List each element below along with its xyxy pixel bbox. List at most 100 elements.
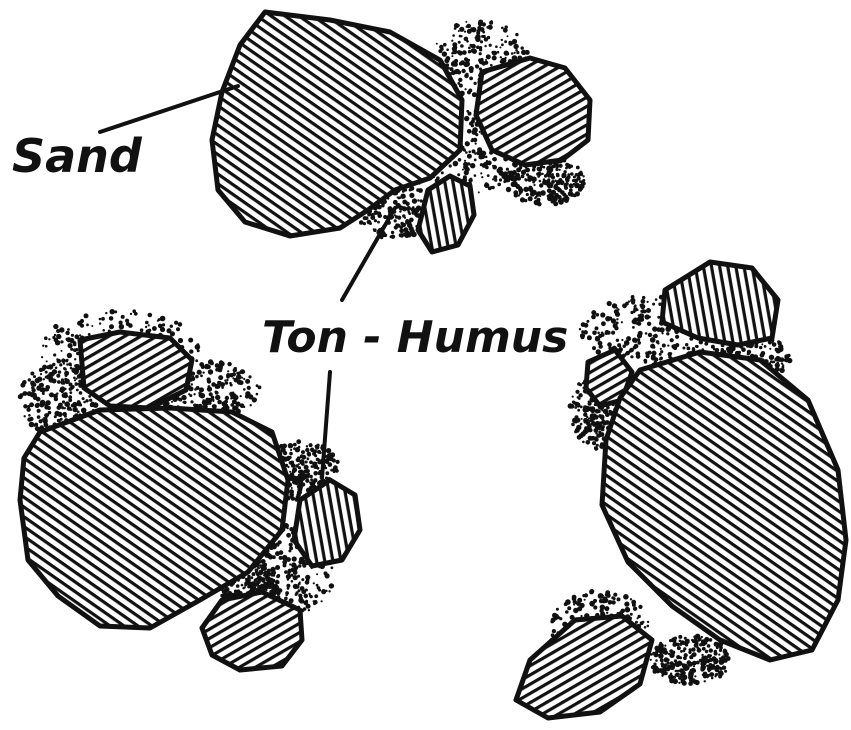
clay-humus-dot xyxy=(630,613,633,616)
clay-humus-dot xyxy=(631,311,634,314)
clay-humus-dot xyxy=(597,332,600,335)
clay-humus-dot xyxy=(289,471,291,473)
clay-humus-dot xyxy=(616,322,619,325)
clay-humus-dot xyxy=(328,590,330,592)
clay-humus-dot xyxy=(474,82,477,85)
clay-humus-dot xyxy=(637,333,642,338)
clay-humus-dot xyxy=(630,355,633,358)
clay-humus-dot xyxy=(637,322,641,326)
clay-humus-dot xyxy=(667,345,669,347)
clay-humus-dot xyxy=(99,318,102,321)
clay-humus-dot xyxy=(532,168,536,172)
clay-humus-dot xyxy=(226,375,230,379)
clay-humus-dot xyxy=(178,398,182,402)
clay-humus-dot xyxy=(230,384,233,387)
clay-humus-dot xyxy=(310,448,314,452)
clay-humus-dot xyxy=(633,307,638,312)
clay-humus-dot xyxy=(286,574,291,579)
clay-humus-dot xyxy=(439,45,443,49)
clay-humus-dot xyxy=(73,342,75,344)
clay-humus-dot xyxy=(638,615,641,618)
clay-humus-dot xyxy=(314,454,317,457)
clay-humus-dot xyxy=(250,404,252,406)
clay-humus-dot xyxy=(218,365,223,370)
clay-humus-dot xyxy=(472,130,477,135)
clay-humus-dot xyxy=(243,406,245,408)
clay-humus-dot xyxy=(202,371,204,373)
clay-humus-dot xyxy=(590,602,592,604)
clay-humus-dot xyxy=(64,415,67,418)
clay-humus-dot xyxy=(479,52,482,55)
clay-humus-dot xyxy=(770,360,773,363)
clay-humus-dot xyxy=(702,674,704,676)
clay-humus-dot xyxy=(698,649,700,651)
clay-humus-dot xyxy=(457,82,460,85)
clay-humus-dot xyxy=(720,661,724,665)
clay-humus-dot xyxy=(304,594,306,596)
clay-humus-dot xyxy=(575,390,579,394)
clay-humus-dot xyxy=(648,316,651,319)
clay-humus-dot xyxy=(465,73,468,76)
clay-humus-dot xyxy=(102,329,105,332)
clay-humus-dot xyxy=(390,235,393,238)
clay-humus-dot xyxy=(543,178,546,181)
clay-humus-dot xyxy=(779,346,784,351)
clay-humus-dot xyxy=(598,433,602,437)
clay-humus-dot xyxy=(449,164,452,167)
clay-humus-dot xyxy=(491,186,494,189)
clay-humus-dot xyxy=(49,392,54,397)
clay-humus-dot xyxy=(644,626,647,629)
clay-humus-dot xyxy=(608,410,611,413)
clay-humus-dot xyxy=(507,171,510,174)
clay-humus-dot xyxy=(77,410,80,413)
clay-humus-dot xyxy=(469,77,473,81)
clay-humus-dot xyxy=(288,443,293,448)
clay-humus-dot xyxy=(709,649,712,652)
clay-humus-dot xyxy=(85,399,88,402)
clay-humus-dot xyxy=(82,397,85,400)
clay-humus-dot xyxy=(197,349,200,352)
clay-humus-dot xyxy=(171,401,173,403)
clay-humus-dot xyxy=(55,371,58,374)
clay-humus-dot xyxy=(719,646,723,650)
clay-humus-dot xyxy=(485,156,488,159)
clay-humus-dot xyxy=(672,654,675,657)
clay-humus-dot xyxy=(593,599,597,603)
clay-humus-dot xyxy=(547,195,550,198)
clay-humus-dot xyxy=(68,343,73,348)
clay-humus-dot xyxy=(503,28,508,33)
clay-humus-dot xyxy=(537,198,541,202)
clay-humus-dot xyxy=(492,56,497,61)
clay-humus-dot xyxy=(245,578,251,584)
clay-humus-dot xyxy=(467,29,472,34)
sand-grain xyxy=(602,352,846,660)
clay-humus-dot xyxy=(493,51,498,56)
clay-humus-dot xyxy=(711,677,714,680)
clay-humus-dot xyxy=(598,593,603,598)
clay-humus-dot xyxy=(307,457,310,460)
clay-humus-dot xyxy=(616,339,619,342)
clay-humus-dot xyxy=(759,346,762,349)
clay-humus-dot xyxy=(109,316,114,321)
clay-humus-dot xyxy=(570,404,575,409)
clay-humus-dot xyxy=(544,182,548,186)
clay-humus-dot xyxy=(513,190,518,195)
clay-humus-dot xyxy=(662,332,664,334)
clay-humus-dot xyxy=(244,584,247,587)
clay-humus-label: Ton - Humus xyxy=(262,312,568,363)
clay-humus-dot xyxy=(466,60,468,62)
clay-humus-dot xyxy=(266,574,269,577)
clay-humus-dot xyxy=(404,217,406,219)
clay-humus-dot xyxy=(701,664,706,669)
clay-humus-dot xyxy=(215,384,220,389)
clay-humus-dot xyxy=(571,423,575,427)
clay-humus-dot xyxy=(225,396,229,400)
clay-humus-dot xyxy=(539,195,541,197)
clay-humus-dot xyxy=(278,540,282,544)
clay-humus-dot xyxy=(463,149,466,152)
clay-humus-dot xyxy=(464,116,469,121)
clay-humus-dot xyxy=(632,319,637,324)
clay-humus-dot xyxy=(493,157,497,161)
clay-humus-dot xyxy=(74,358,76,360)
clay-humus-dot xyxy=(183,395,186,398)
